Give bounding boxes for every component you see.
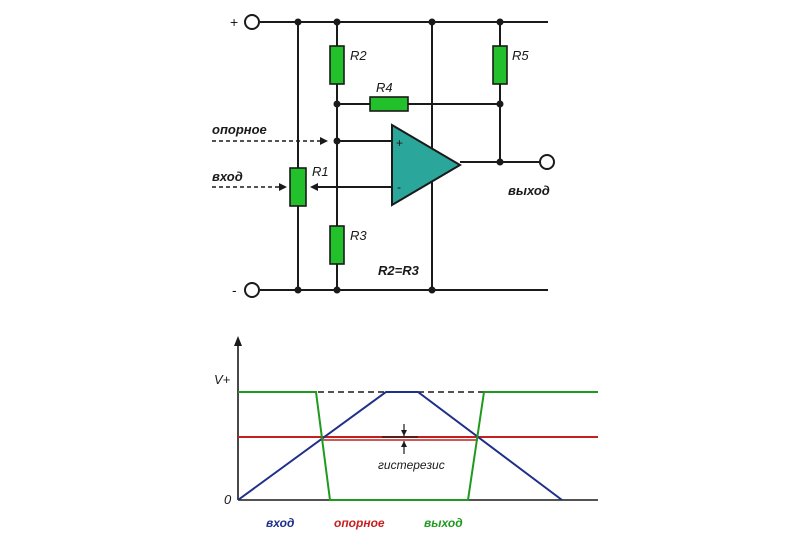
resistors	[289, 45, 508, 265]
negative-label: -	[232, 282, 237, 298]
y-axis-arrow-icon	[234, 336, 242, 346]
output-label: выход	[508, 183, 550, 198]
junction-dot	[428, 286, 436, 294]
hysteresis-label: гистерезис	[378, 458, 445, 472]
resistor-r4	[369, 96, 409, 112]
legend-reference: опорное	[334, 516, 385, 530]
r4-label: R4	[376, 80, 393, 95]
hysteresis-down-arrow-icon	[401, 430, 407, 436]
resistor-r5	[492, 45, 508, 85]
junction-dot	[333, 286, 341, 294]
negative-terminal	[244, 282, 260, 298]
output-trace	[238, 391, 598, 501]
junction-dot	[496, 100, 504, 108]
equality-note: R2=R3	[378, 263, 420, 278]
resistor-r2	[329, 45, 345, 85]
y-top-label: V+	[214, 372, 231, 387]
r2-label: R2	[350, 48, 367, 63]
r1-label: R1	[312, 164, 329, 179]
opamp-minus-sign: -	[397, 180, 401, 194]
timing-diagram: V+ 0 гистерезис вход опорное выход	[214, 336, 598, 530]
input-arrow-icon	[279, 183, 287, 191]
junction-dot	[333, 100, 341, 108]
r3-label: R3	[350, 228, 367, 243]
junction-dot	[333, 18, 341, 26]
reference-input-label: опорное	[212, 122, 267, 137]
positive-label: +	[230, 14, 238, 30]
y-zero-label: 0	[224, 492, 232, 507]
legend-output: выход	[424, 516, 463, 530]
input-trace	[237, 391, 563, 501]
junction-dot	[294, 286, 302, 294]
signal-input-label: вход	[212, 169, 243, 184]
r5-label: R5	[512, 48, 529, 63]
junction-dot	[428, 18, 436, 26]
resistor-r1	[289, 167, 307, 207]
wiper-arrow-icon	[310, 183, 318, 191]
external-inputs	[212, 140, 322, 188]
reference-arrow-icon	[320, 137, 328, 145]
junction-dot	[294, 18, 302, 26]
opamp-plus-sign: +	[396, 136, 403, 150]
junction-dot	[333, 137, 341, 145]
legend-input: вход	[266, 516, 294, 530]
junction-dot	[496, 158, 504, 166]
hysteresis-up-arrow-icon	[401, 441, 407, 447]
opamp-triangle	[391, 123, 462, 207]
positive-terminal	[244, 14, 260, 30]
junction-dot	[496, 18, 504, 26]
junction-dots	[294, 18, 504, 294]
output-terminal	[539, 154, 555, 170]
hysteresis-marker	[382, 424, 418, 454]
resistor-r3	[329, 225, 345, 265]
